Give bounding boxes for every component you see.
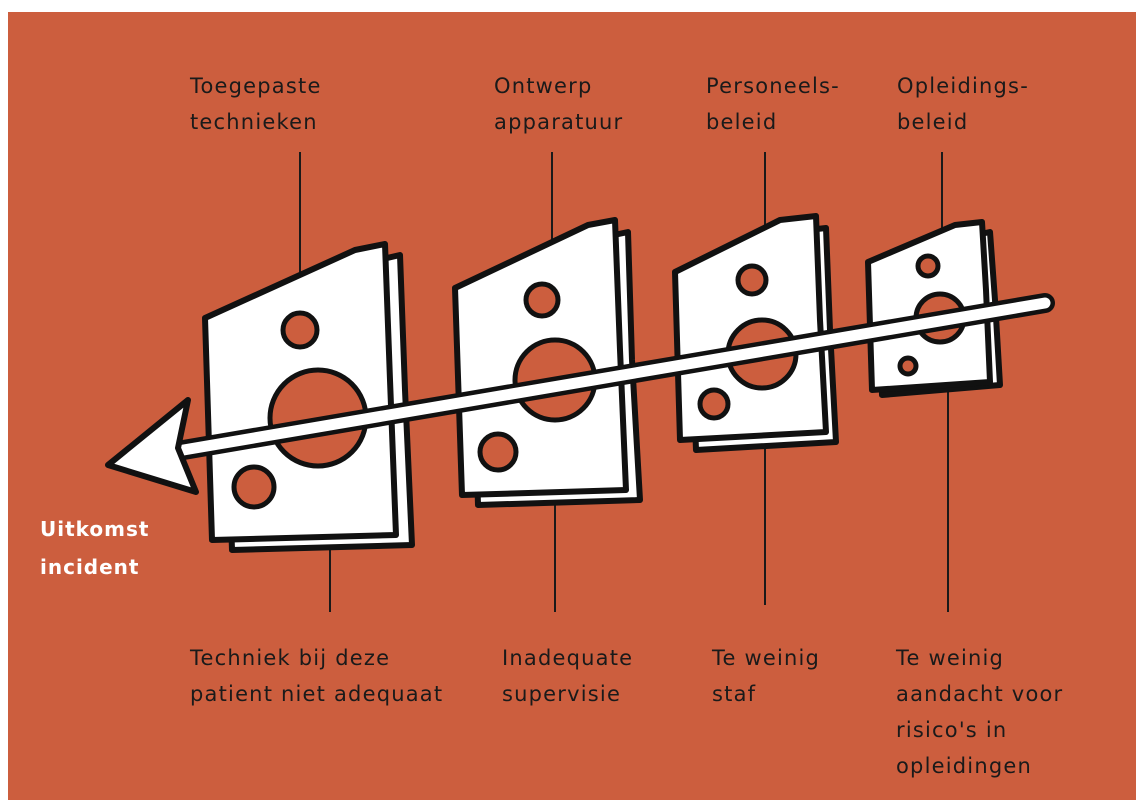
layer-3-bottom-line-2: staf <box>712 676 820 712</box>
layer-1-bottom-label: Techniek bij deze patient niet adequaat <box>190 640 443 712</box>
layer-4-top-line-1: Opleidings- <box>897 68 1029 104</box>
layer-1-bottom-line-2: patient niet adequaat <box>190 676 443 712</box>
layer-3-bottom-label: Te weinig staf <box>712 640 820 712</box>
layer-1-top-line-2: technieken <box>190 104 322 140</box>
layer-3-top-line-1: Personeels- <box>706 68 840 104</box>
layer-3-top-line-2: beleid <box>706 104 840 140</box>
layer-2-top-line-1: Ontwerp <box>494 68 623 104</box>
layer-4-bottom-label: Te weinig aandacht voor risico's in ople… <box>896 640 1063 784</box>
outcome-line-2: incident <box>40 548 149 586</box>
layer-1-bottom-line-1: Techniek bij deze <box>190 640 443 676</box>
layer-4-top-line-2: beleid <box>897 104 1029 140</box>
outcome-label: Uitkomst incident <box>40 510 149 586</box>
layer-3-top-label: Personeels- beleid <box>706 68 840 140</box>
layer-4-bottom-line-4: opleidingen <box>896 748 1063 784</box>
layer-2-bottom-line-2: supervisie <box>502 676 633 712</box>
outcome-line-1: Uitkomst <box>40 510 149 548</box>
layer-4-top-label: Opleidings- beleid <box>897 68 1029 140</box>
layer-4-bottom-line-1: Te weinig <box>896 640 1063 676</box>
layer-3-bottom-line-1: Te weinig <box>712 640 820 676</box>
layer-4-bottom-line-3: risico's in <box>896 712 1063 748</box>
layer-2-top-line-2: apparatuur <box>494 104 623 140</box>
layer-1-top-label: Toegepaste technieken <box>190 68 322 140</box>
layer-1-top-line-1: Toegepaste <box>190 68 322 104</box>
layer-2-bottom-line-1: Inadequate <box>502 640 633 676</box>
layer-2-top-label: Ontwerp apparatuur <box>494 68 623 140</box>
layer-2-bottom-label: Inadequate supervisie <box>502 640 633 712</box>
layer-4-bottom-line-2: aandacht voor <box>896 676 1063 712</box>
